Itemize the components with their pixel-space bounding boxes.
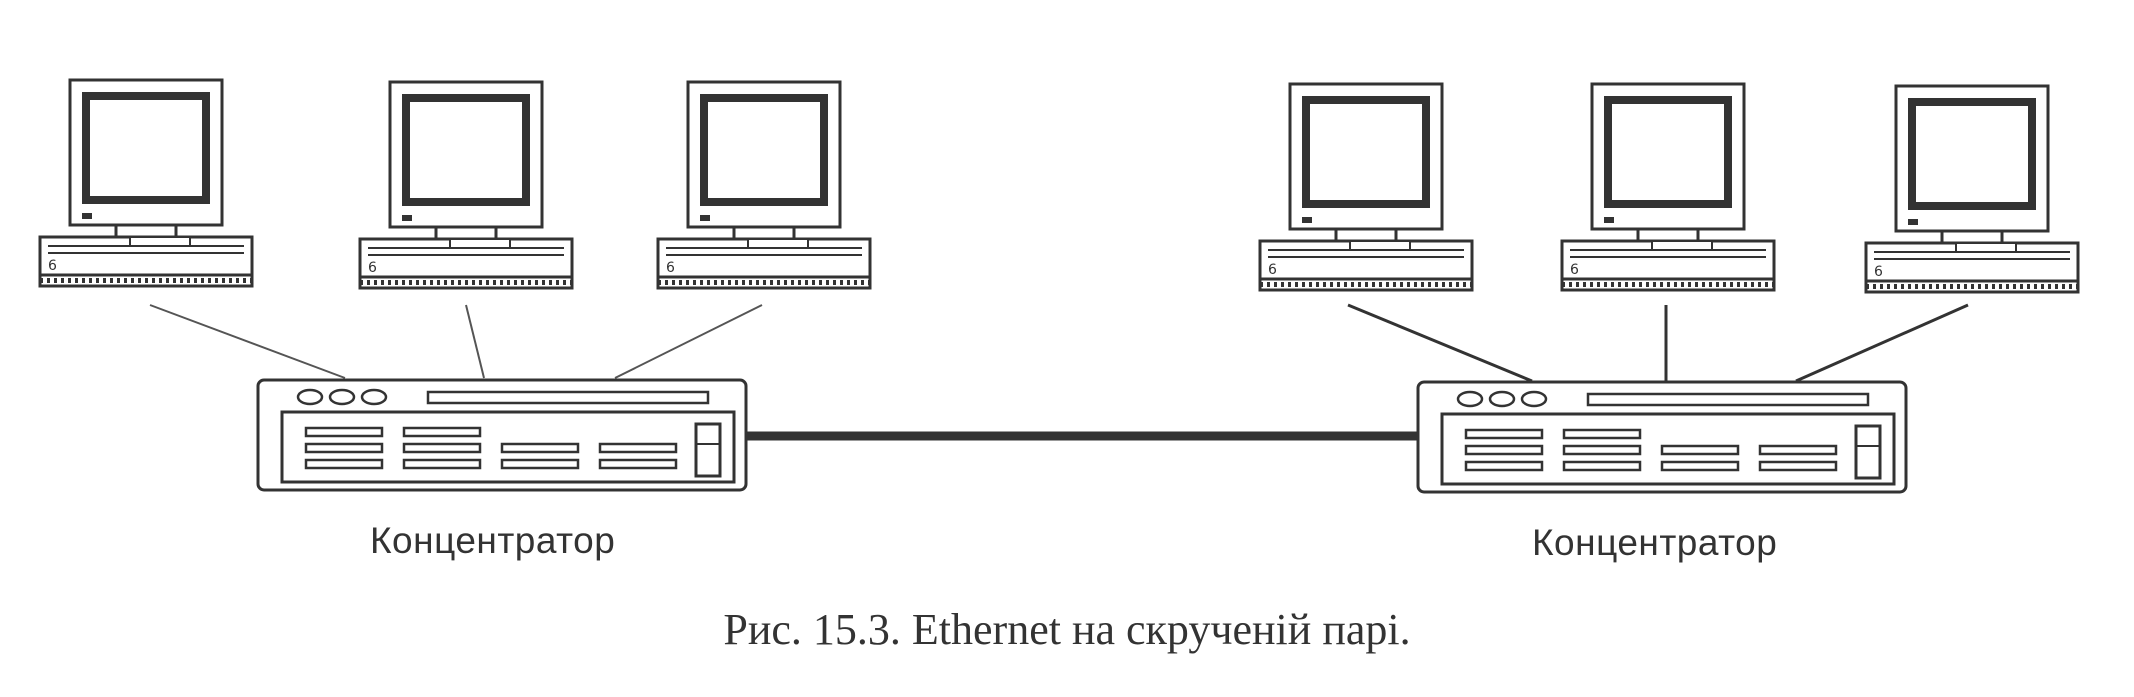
computer-6 bbox=[1866, 86, 2078, 292]
hub-left-label: Концентратор bbox=[370, 520, 616, 561]
computer-1 bbox=[40, 80, 252, 286]
cable-pc3-hub-left bbox=[614, 304, 763, 379]
cable-pc2-hub-left bbox=[465, 304, 485, 379]
hub-right-label: Концентратор bbox=[1532, 522, 1778, 563]
computer-2 bbox=[360, 82, 572, 288]
hub-right bbox=[1416, 380, 1908, 494]
cable-pc6-hub-right bbox=[1795, 303, 1969, 383]
computer-4 bbox=[1260, 84, 1472, 290]
computer-5 bbox=[1562, 84, 1774, 290]
cable-pc4-hub-right bbox=[1347, 303, 1533, 383]
cable-pc1-hub-left bbox=[149, 304, 346, 379]
hub-left bbox=[256, 378, 748, 492]
computer-3 bbox=[658, 82, 870, 288]
figure-caption: Рис. 15.3. Ethernet на скрученій парі. bbox=[723, 605, 1411, 654]
